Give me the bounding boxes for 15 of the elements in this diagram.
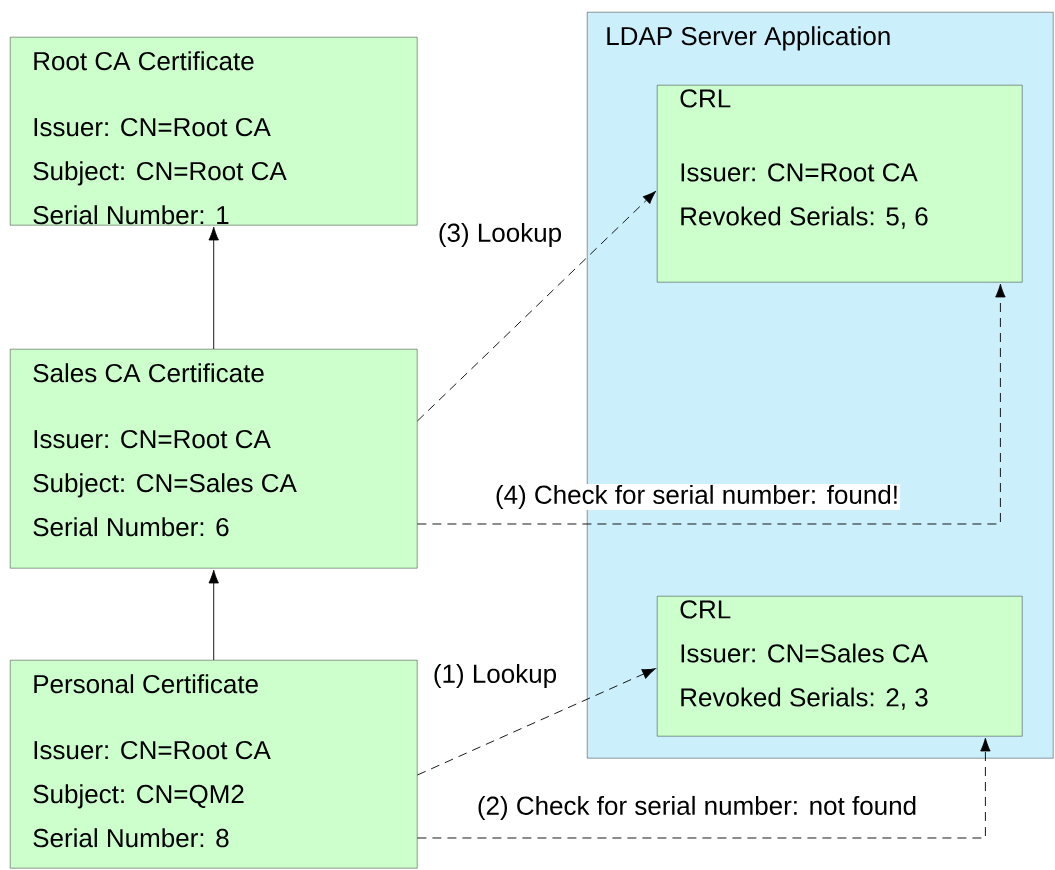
- edge-label: (3) Lookup: [436, 221, 564, 249]
- arrow: [416, 283, 1006, 525]
- crl-box: CRL Issuer: CN=Root CA Revoked Serials: 5, 6: [657, 85, 1023, 283]
- arrow: [416, 190, 657, 422]
- certificate-box: Personal Certificate Issuer: CN=Root CA Subject: CN=QM2 Serial Number: 8: [10, 660, 418, 869]
- crl-box: CRL Issuer: CN=Sales CA Revoked Serials: 2, 3: [657, 596, 1023, 737]
- edge-label: (4) Check for serial number: found!: [493, 483, 901, 511]
- arrow: [416, 737, 991, 839]
- arrow: [208, 569, 219, 661]
- arrow: [416, 668, 656, 776]
- edge-label: (1) Lookup: [431, 662, 559, 690]
- arrow: [208, 226, 219, 350]
- certificate-box: Sales CA Certificate Issuer: CN=Root CA Subject: CN=Sales CA Serial Number: 6: [10, 349, 418, 569]
- certificate-box: Root CA Certificate Issuer: CN=Root CA Subject: CN=Root CA Serial Number: 1: [10, 37, 418, 226]
- edge-label: (2) Check for serial number: not found: [475, 794, 919, 822]
